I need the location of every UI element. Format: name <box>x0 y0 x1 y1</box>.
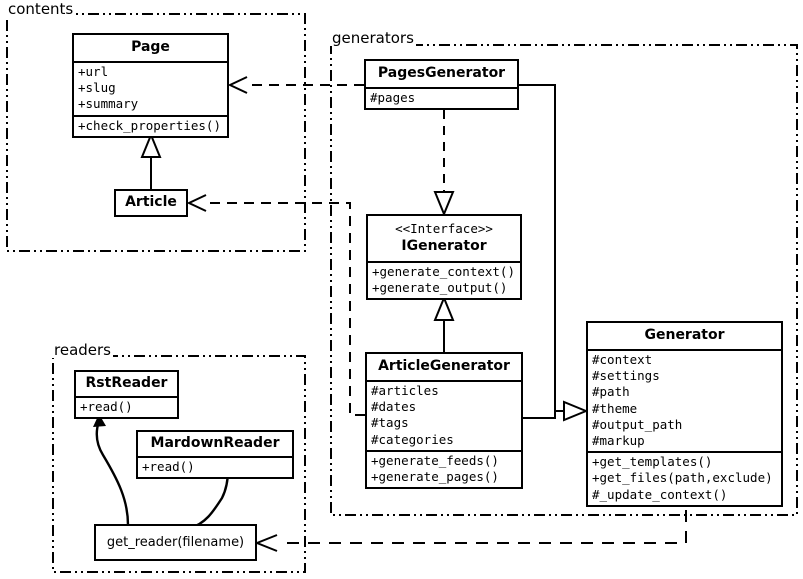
class-name-articlegenerator: ArticleGenerator <box>378 358 510 374</box>
operation: #_update_context() <box>592 486 728 502</box>
package-label-generators: generators <box>330 29 416 47</box>
class-box-article[interactable]: Article <box>114 189 188 217</box>
attribute: #tags <box>371 415 409 431</box>
class-box-generator[interactable]: Generator #context #settings #path #them… <box>586 321 783 507</box>
class-attributes-generator: #context #settings #path #theme #output_… <box>588 349 781 451</box>
attribute: #articles <box>371 383 439 398</box>
generalization-article-to-page <box>140 132 162 189</box>
generalization-articlegenerator-to-generator <box>523 400 589 422</box>
class-name-rstreader: RstReader <box>85 375 168 391</box>
operation: +generate_feeds() <box>371 452 499 468</box>
package-label-readers: readers <box>52 341 113 359</box>
generalization-pagesgenerator-to-generator <box>519 84 556 411</box>
function-box-get-reader[interactable]: get_reader(filename) <box>94 524 257 561</box>
operation: +generate_context() <box>372 264 515 279</box>
attribute: #pages <box>370 90 416 105</box>
class-name-article: Article <box>125 194 177 210</box>
class-name-generator: Generator <box>644 327 725 343</box>
class-stereotype-igenerator: <<Interface>> <box>395 221 493 236</box>
attribute: #context <box>592 352 653 367</box>
class-operations-articlegenerator: +generate_feeds() +generate_pages() <box>367 449 521 487</box>
class-operations-generator: +get_templates() +get_files(path,exclude… <box>588 451 781 505</box>
attribute: #theme <box>592 400 638 416</box>
generalization-articlegenerator-to-igenerator <box>433 295 455 352</box>
operation: +check_properties() <box>78 117 221 133</box>
attribute: +url <box>78 64 109 79</box>
operation: +generate_pages() <box>371 469 499 485</box>
attribute: #output_path <box>592 416 683 432</box>
attribute: +summary <box>78 96 139 112</box>
dependency-articlegenerator-to-article <box>186 194 365 416</box>
call-getreader-to-rstreader <box>93 414 130 526</box>
package-label-contents: contents <box>6 0 76 18</box>
attribute: #markup <box>592 433 645 449</box>
class-box-igenerator[interactable]: <<Interface>> IGenerator +generate_conte… <box>366 214 522 301</box>
operation: +get_templates() <box>592 454 713 470</box>
attribute: #path <box>592 384 630 400</box>
class-box-articlegenerator[interactable]: ArticleGenerator #articles #dates #tags … <box>365 352 523 490</box>
class-name-mardownreader: MardownReader <box>150 435 280 451</box>
class-name-pagesgenerator: PagesGenerator <box>377 65 506 81</box>
class-name-page: Page <box>131 39 170 55</box>
function-name-get-reader: get_reader(filename) <box>106 535 245 550</box>
operation: +read() <box>142 459 195 474</box>
class-box-pagesgenerator[interactable]: PagesGenerator #pages <box>364 59 519 111</box>
dependency-pagesgenerator-to-page <box>227 76 364 94</box>
operation: +generate_output() <box>372 280 508 296</box>
class-operations-mardownreader: +read() <box>138 456 292 477</box>
class-box-mardownreader[interactable]: MardownReader +read() <box>136 430 294 480</box>
class-box-rstreader[interactable]: RstReader +read() <box>74 370 179 420</box>
class-box-page[interactable]: Page +url +slug +summary +check_properti… <box>72 33 229 138</box>
class-attributes-articlegenerator: #articles #dates #tags #categories <box>367 380 521 450</box>
realization-pagesgenerator-to-igenerator <box>433 110 455 217</box>
operation: +get_files(path,exclude) <box>592 470 773 486</box>
attribute: +slug <box>78 80 116 96</box>
class-operations-rstreader: +read() <box>76 396 177 417</box>
class-header-igenerator: <<Interface>> IGenerator <box>368 216 520 261</box>
class-operations-page: +check_properties() <box>74 114 227 136</box>
attribute: #settings <box>592 368 660 384</box>
class-attributes-pagesgenerator: #pages <box>366 87 517 108</box>
class-attributes-page: +url +slug +summary <box>74 61 227 115</box>
class-name-igenerator: IGenerator <box>401 238 487 254</box>
operation: +read() <box>80 399 133 414</box>
attribute: #categories <box>371 431 454 447</box>
attribute: #dates <box>371 399 417 415</box>
class-operations-igenerator: +generate_context() +generate_output() <box>368 261 520 298</box>
dependency-generator-to-getreader <box>254 510 687 552</box>
